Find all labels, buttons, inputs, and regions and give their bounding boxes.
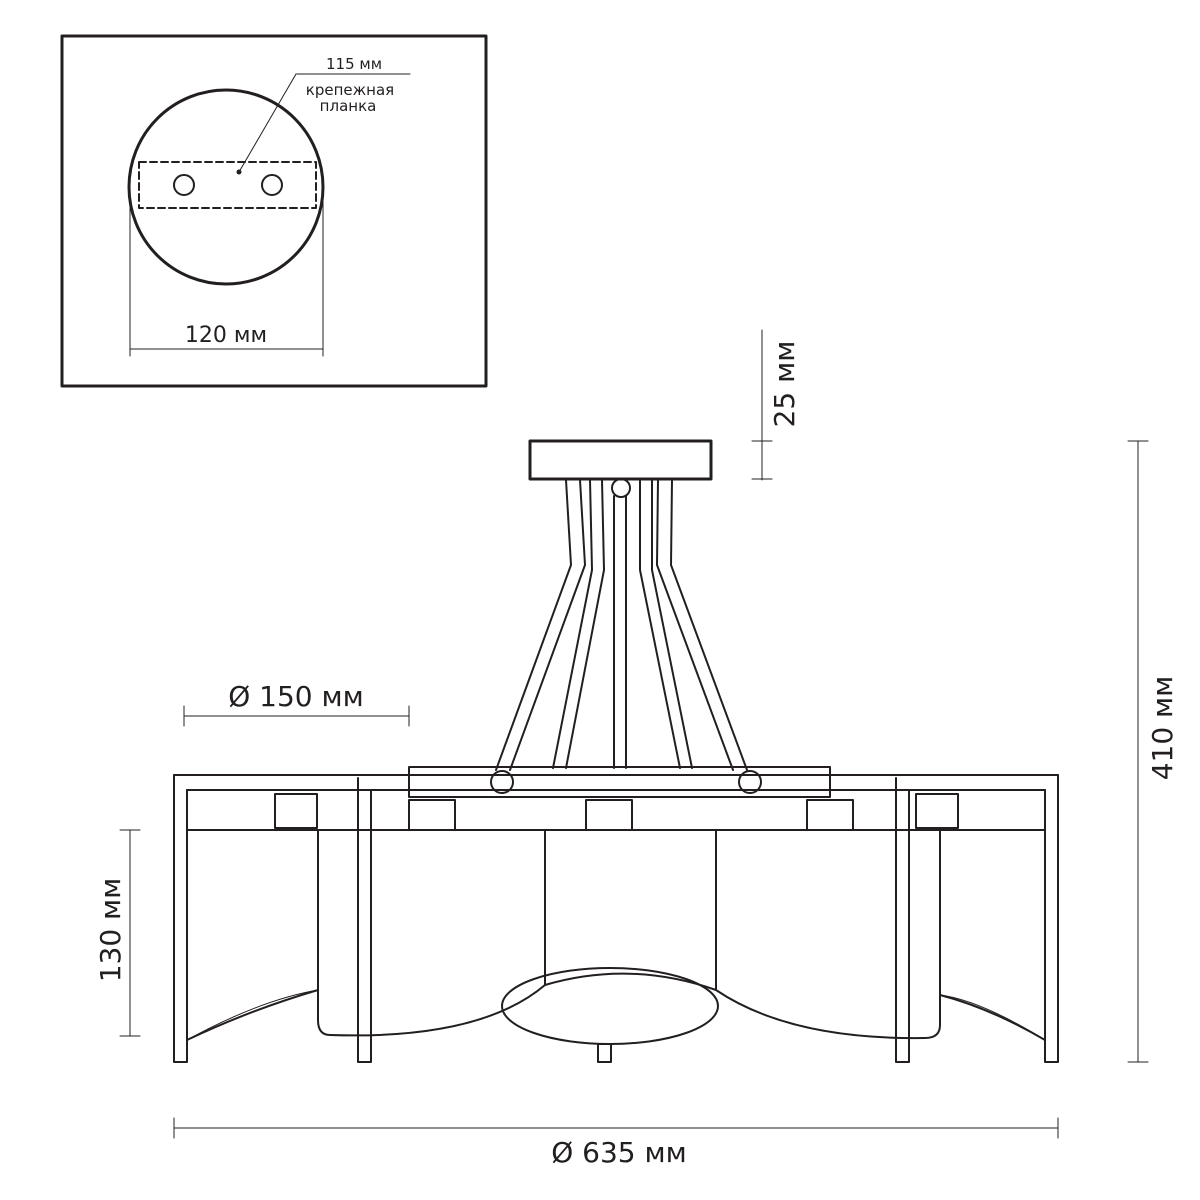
shade-left [317,829,546,1037]
plate-note-line2: планка [320,97,377,115]
total-height-label: 410 мм [1146,676,1179,781]
socket-2 [408,799,456,831]
note-leader [238,73,297,173]
plate-note-size: 115 мм [326,55,382,73]
plate-diameter-label: 120 мм [185,323,267,348]
frame-inner-left-leg [357,777,372,1063]
rod-joint-left [490,770,514,794]
lamp-body [173,766,1059,1063]
canopy-assembly [495,439,748,771]
plate-note-line1: крепежная [306,81,394,99]
mounting-bar [138,161,317,209]
shade-diameter-label: Ø 150 мм [228,680,364,713]
shade-center-rim [501,967,719,1045]
rod-right-outer [656,479,748,771]
shade-far-right [939,829,1046,1041]
center-ball [611,478,631,498]
inset-frame [60,34,488,388]
bottom-finial [597,1043,612,1063]
frame-inner-right-leg [895,777,910,1063]
overall-diameter-label: Ø 635 мм [551,1136,687,1169]
rod-joint-right [738,770,762,794]
rod-left-outer [495,479,586,771]
mounting-plate-inset: 115 мм крепежная планка 120 мм [60,34,488,388]
frame-right-leg [1044,774,1059,1063]
shade-right [715,829,941,1040]
shade-height-label: 130 мм [94,878,127,983]
socket-3 [585,799,633,831]
canopy [528,439,713,481]
shade-far-left-rim [186,989,319,1041]
mounting-hole-left [173,174,195,196]
canopy-height-label: 25 мм [768,341,801,428]
frame-left-leg [173,774,188,1063]
socket-1 [274,793,318,829]
socket-4 [806,799,854,831]
plate-circle [127,88,325,286]
rod-right-mid [639,479,693,769]
hub-plate [408,766,831,798]
rod-left-mid [552,479,605,769]
rod-center [613,495,627,769]
dimensions: 25 мм 410 мм Ø 150 мм 130 мм Ø 635 мм [94,329,1179,1169]
shade-center [544,829,717,991]
shade-far-right-rim [939,994,1046,1041]
mounting-hole-right [261,174,283,196]
frame-top [173,774,1059,791]
socket-5 [915,793,959,829]
